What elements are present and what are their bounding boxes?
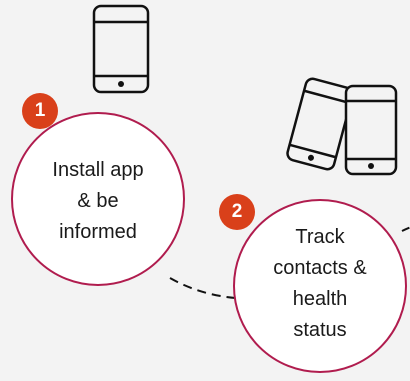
step-1-number: 1	[34, 100, 46, 121]
step-2-number: 2	[231, 201, 243, 222]
step-2-label: Track contacts & health status	[250, 222, 390, 346]
step-2-line-4: status	[293, 319, 347, 341]
step-1-badge	[22, 93, 58, 129]
smartphone-icon	[92, 4, 150, 94]
step-1-line-1: Install app	[52, 159, 144, 181]
step-1-circle	[11, 112, 185, 286]
step-1-line-2: & be	[77, 190, 119, 212]
dashed-connector	[169, 277, 237, 299]
step-2-line-3: health	[292, 288, 348, 310]
step-2-badge	[219, 194, 255, 230]
dashed-connector-right	[401, 226, 410, 232]
step-1-line-3: informed	[59, 221, 137, 243]
two-smartphones-icon	[286, 77, 398, 176]
step-2-line-1: Track	[295, 226, 345, 248]
step-2-line-2: contacts &	[273, 257, 367, 279]
step-2-circle	[233, 199, 407, 373]
step-1-label: Install app & be informed	[28, 155, 168, 248]
